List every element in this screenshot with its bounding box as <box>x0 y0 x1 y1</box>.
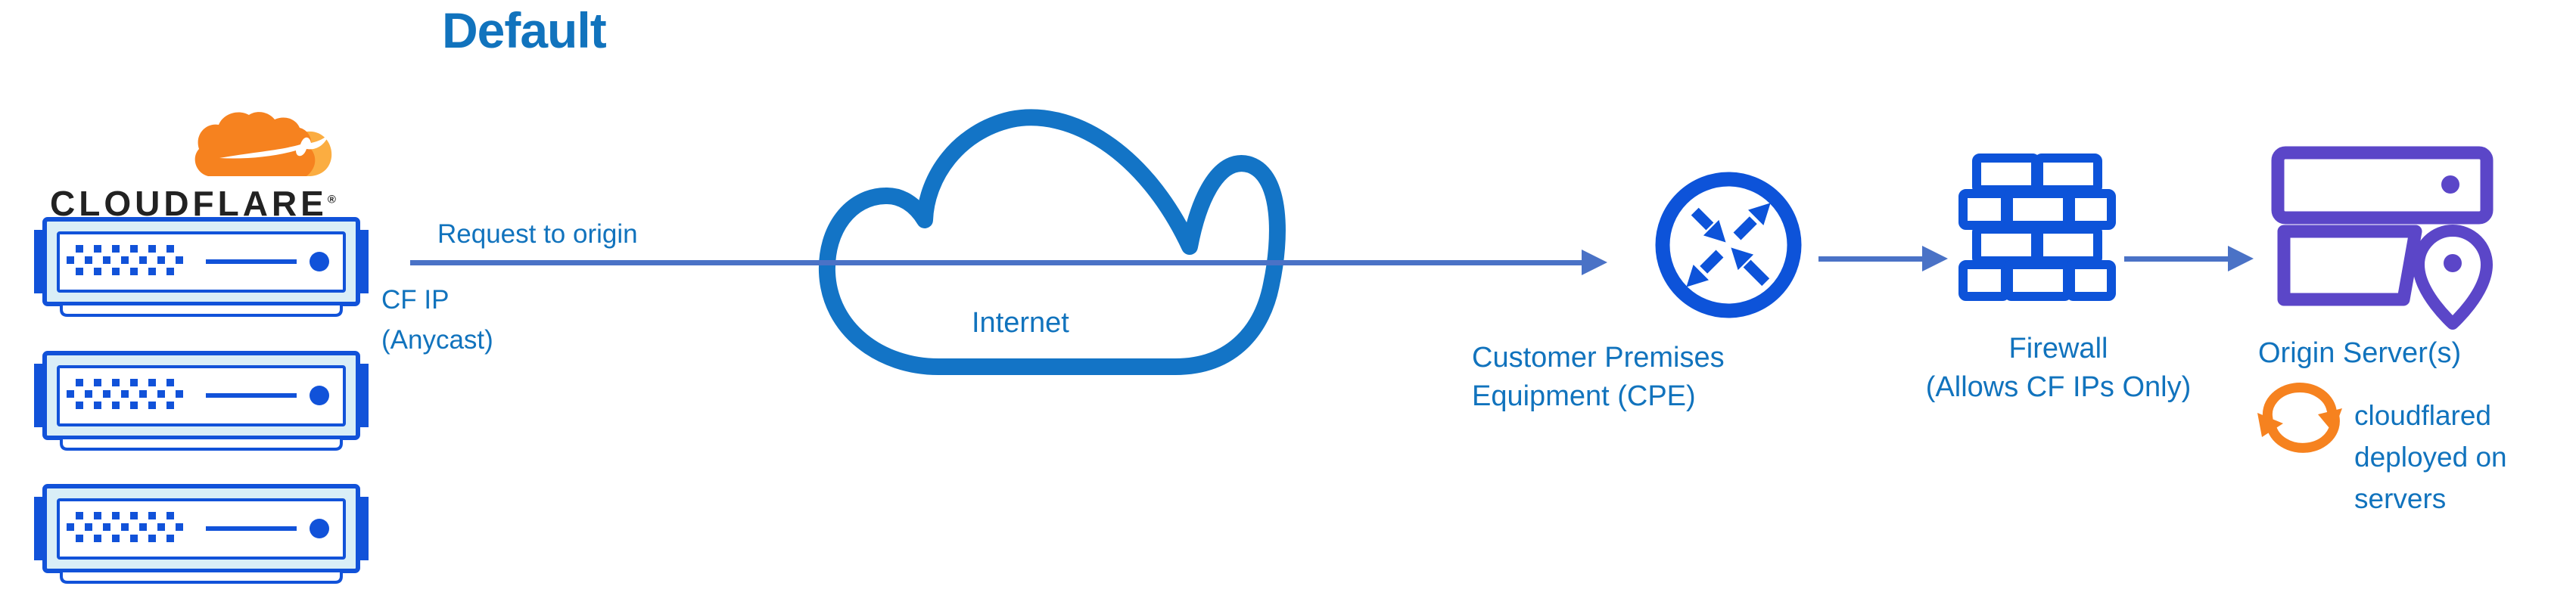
cloudflared-label: cloudflared deployed on servers <box>2354 395 2507 519</box>
connector-line-firewall-to-origin <box>2124 256 2228 262</box>
edge-server-icon-2 <box>34 351 369 451</box>
edge-server-icon-1 <box>34 217 369 317</box>
internet-label: Internet <box>972 307 1069 339</box>
cloudflare-logo-flare <box>219 134 329 159</box>
page-title: Default <box>442 2 607 58</box>
registered-mark: ® <box>327 193 336 206</box>
cpe-router-icon <box>1655 172 1802 318</box>
cpe-line2: Equipment (CPE) <box>1472 380 1696 412</box>
cloudflared-line1: cloudflared <box>2354 400 2492 431</box>
cf-ip-line1: CF IP <box>381 285 450 315</box>
internet-cloud-icon <box>818 109 1286 375</box>
cloudflare-wordmark: CLOUDFLARE® <box>50 183 336 224</box>
origin-server-icon <box>2271 146 2494 330</box>
cf-ip-line2: (Anycast) <box>381 325 493 355</box>
edge-server-icon-3 <box>34 484 369 584</box>
firewall-line2: (Allows CF IPs Only) <box>1925 371 2192 403</box>
firewall-icon <box>1958 154 2116 301</box>
cloudflared-sync-icon <box>2257 383 2342 453</box>
firewall-line1: Firewall <box>2008 333 2108 364</box>
cloudflared-line3: servers <box>2354 483 2447 514</box>
firewall-label: Firewall (Allows CF IPs Only) <box>1892 330 2225 407</box>
cpe-line1: Customer Premises <box>1472 342 1725 374</box>
request-to-origin-label: Request to origin <box>437 219 638 249</box>
cloudflare-logo-cloud <box>194 112 316 176</box>
connector-line-cpe-to-firewall <box>1818 256 1922 262</box>
server-dot-pattern <box>67 245 183 275</box>
cloudflared-line2: deployed on <box>2354 442 2507 473</box>
arrowhead-cpe-to-firewall <box>1922 246 1948 271</box>
cf-ip-anycast-label: CF IP (Anycast) <box>381 280 493 360</box>
cloudflare-wordmark-text: CLOUDFLARE <box>50 184 328 223</box>
connector-line-cf-to-cpe <box>410 260 1582 265</box>
cloudflare-logo-icon <box>194 112 332 176</box>
cpe-label: Customer Premises Equipment (CPE) <box>1472 339 1725 416</box>
arrowhead-cf-to-cpe <box>1582 250 1607 275</box>
origin-servers-label: Origin Server(s) <box>2258 337 2462 369</box>
location-pin-icon <box>2413 225 2493 330</box>
arrowhead-firewall-to-origin <box>2228 246 2254 271</box>
